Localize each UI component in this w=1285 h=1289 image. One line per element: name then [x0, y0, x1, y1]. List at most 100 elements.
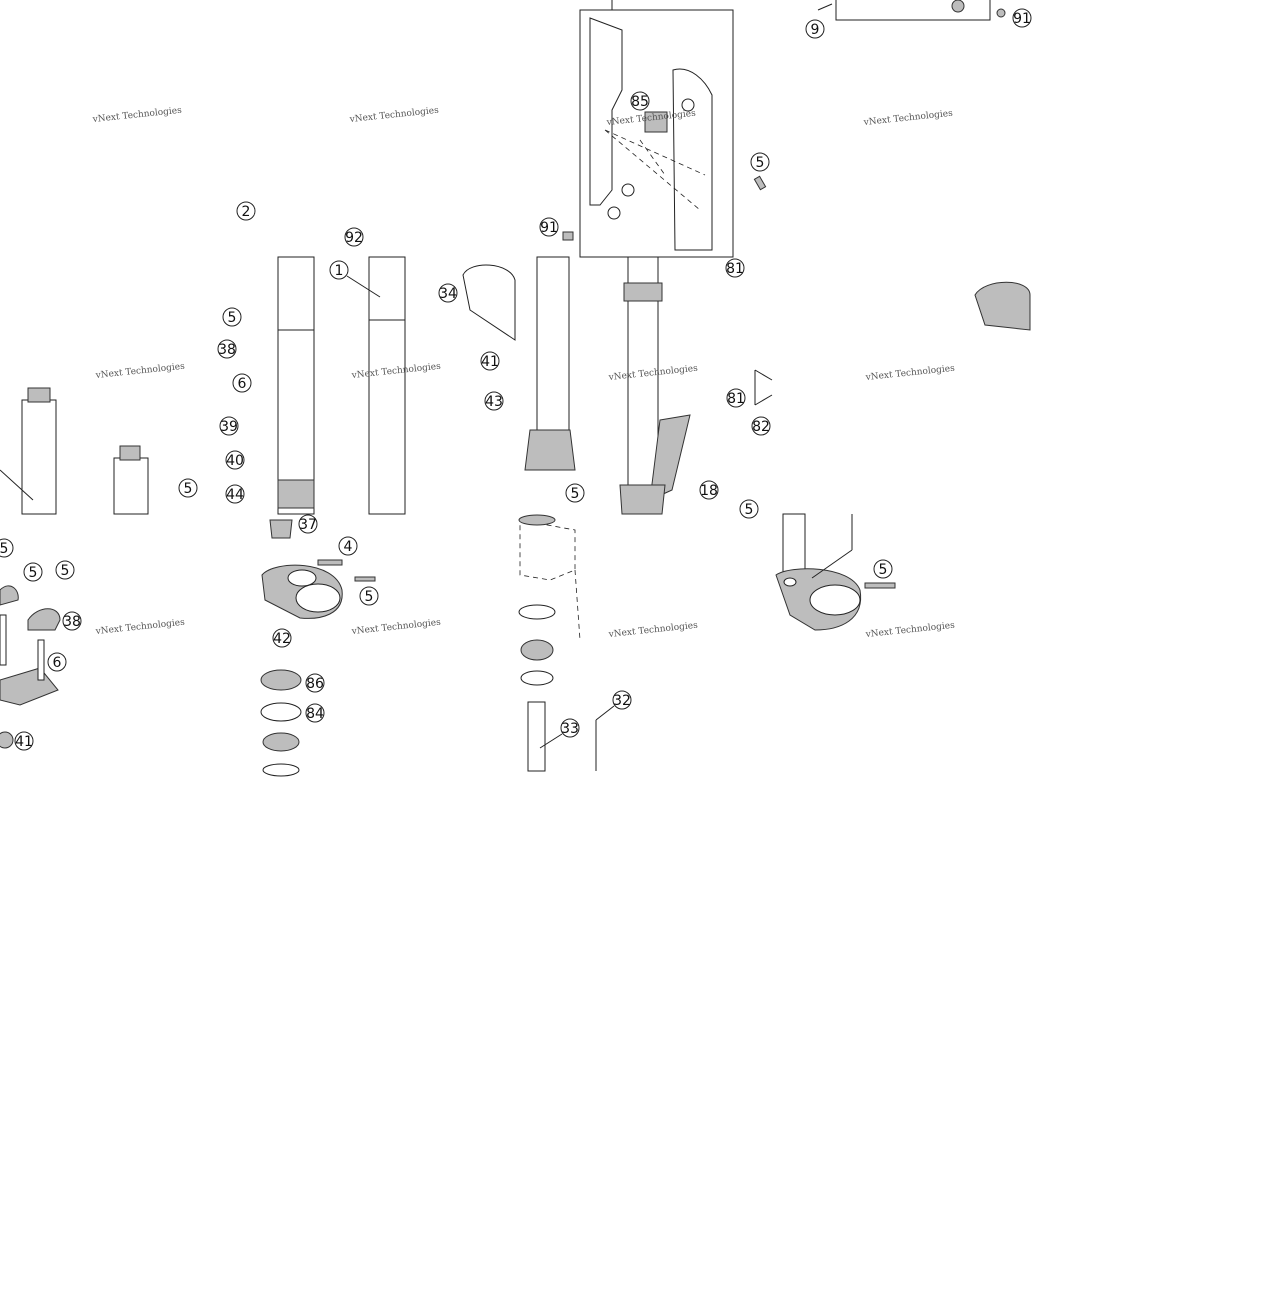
svg-text:40: 40	[226, 453, 244, 469]
svg-text:5: 5	[61, 563, 70, 579]
callout-41: 41	[480, 351, 500, 371]
callout-38: 38	[62, 611, 82, 631]
svg-text:5: 5	[879, 562, 888, 578]
fork-guard-left	[589, 17, 623, 206]
callout-44: 44	[225, 484, 245, 504]
svg-text:37: 37	[299, 517, 317, 533]
callout-5: 5	[55, 560, 75, 580]
screw-5a	[753, 175, 767, 191]
svg-text:5: 5	[0, 541, 8, 557]
svg-text:91: 91	[540, 220, 558, 236]
svg-text:vNext Technologies: vNext Technologies	[94, 618, 185, 637]
callout-84: 84	[305, 703, 325, 723]
lower-triple-clamp	[260, 519, 376, 777]
svg-text:81: 81	[727, 391, 745, 407]
callout-92: 92	[344, 227, 364, 247]
svg-text:5: 5	[228, 310, 237, 326]
svg-text:vNext Technologies: vNext Technologies	[94, 362, 185, 381]
svg-text:vNext Technologies: vNext Technologies	[862, 109, 953, 128]
fork-guard-right	[672, 68, 713, 251]
callout-5: 5	[222, 307, 242, 327]
fork-tubes-center	[277, 256, 406, 515]
callout-5: 5	[359, 586, 379, 606]
svg-text:2: 2	[242, 204, 251, 220]
fork-assembly-right	[524, 256, 691, 515]
callout-39: 39	[219, 416, 239, 436]
fork-guard-group	[579, 9, 734, 258]
callout-34: 34	[438, 283, 458, 303]
svg-text:1: 1	[335, 263, 344, 279]
svg-text:vNext Technologies: vNext Technologies	[350, 618, 441, 637]
svg-text:18: 18	[700, 483, 718, 499]
callout-1: 1	[329, 260, 381, 298]
callout-33: 33	[539, 718, 580, 749]
svg-text:33: 33	[561, 721, 579, 737]
guard-clip	[644, 111, 668, 133]
svg-text:5: 5	[184, 481, 193, 497]
callout-5: 5	[23, 562, 43, 582]
fork-leg-left-small	[0, 387, 149, 515]
svg-text:4: 4	[344, 539, 353, 555]
callout-2: 2	[236, 201, 256, 221]
callout-91: 91	[1012, 8, 1032, 28]
svg-text:5: 5	[756, 155, 765, 171]
callout-5: 5	[178, 478, 198, 498]
top-clamp-right	[974, 281, 1031, 331]
callout-4: 4	[338, 536, 358, 556]
callout-82: 82	[751, 416, 771, 436]
handlebar-clamps	[0, 585, 61, 749]
svg-text:85: 85	[631, 94, 649, 110]
callouts: 9 91 85 5 91 2 92 1 34 81 5 38 6 39 40 4…	[0, 8, 1032, 771]
callout-5: 5	[0, 538, 14, 558]
callout-6: 6	[232, 373, 252, 393]
callout-5: 5	[750, 152, 770, 172]
callout-86: 86	[305, 673, 325, 693]
nut-91	[562, 231, 574, 241]
svg-text:5: 5	[29, 565, 38, 581]
callout-85: 85	[630, 91, 650, 111]
svg-text:84: 84	[306, 706, 324, 722]
svg-text:86: 86	[306, 676, 324, 692]
svg-text:38: 38	[63, 614, 81, 630]
svg-text:32: 32	[613, 693, 631, 709]
svg-text:vNext Technologies: vNext Technologies	[348, 106, 439, 125]
svg-text:38: 38	[218, 342, 236, 358]
steering-stem	[518, 514, 581, 772]
svg-text:5: 5	[571, 486, 580, 502]
svg-text:5: 5	[365, 589, 374, 605]
watermarks: vNext Technologies vNext Technologies vN…	[91, 106, 955, 640]
callout-37: 37	[298, 514, 318, 534]
triple-clamp-top	[462, 264, 516, 341]
callout-42: 42	[272, 628, 292, 648]
svg-text:39: 39	[220, 419, 238, 435]
svg-text:91: 91	[1013, 11, 1031, 27]
svg-text:44: 44	[226, 487, 244, 503]
callout-5: 5	[873, 559, 893, 579]
callout-18: 18	[699, 480, 719, 500]
callout-5: 5	[739, 499, 759, 519]
callout-43: 43	[484, 391, 504, 411]
callout-40: 40	[225, 450, 245, 470]
callout-41: 41	[14, 731, 34, 751]
svg-text:5: 5	[745, 502, 754, 518]
svg-text:6: 6	[238, 376, 247, 392]
svg-text:vNext Technologies: vNext Technologies	[91, 106, 182, 125]
svg-text:81: 81	[726, 261, 744, 277]
svg-text:41: 41	[15, 734, 33, 750]
svg-text:82: 82	[752, 419, 770, 435]
svg-text:34: 34	[439, 286, 457, 302]
svg-text:41: 41	[481, 354, 499, 370]
callout-6: 6	[47, 652, 67, 672]
callout-81: 81	[725, 258, 745, 278]
svg-text:6: 6	[53, 655, 62, 671]
svg-text:92: 92	[345, 230, 363, 246]
callout-32: 32	[595, 690, 632, 771]
callout-38: 38	[217, 339, 237, 359]
svg-text:vNext Technologies: vNext Technologies	[607, 621, 698, 640]
svg-text:43: 43	[485, 394, 503, 410]
callout-9: 9	[805, 19, 825, 39]
lower-clamp-right	[775, 513, 896, 631]
callout-81: 81	[726, 388, 746, 408]
